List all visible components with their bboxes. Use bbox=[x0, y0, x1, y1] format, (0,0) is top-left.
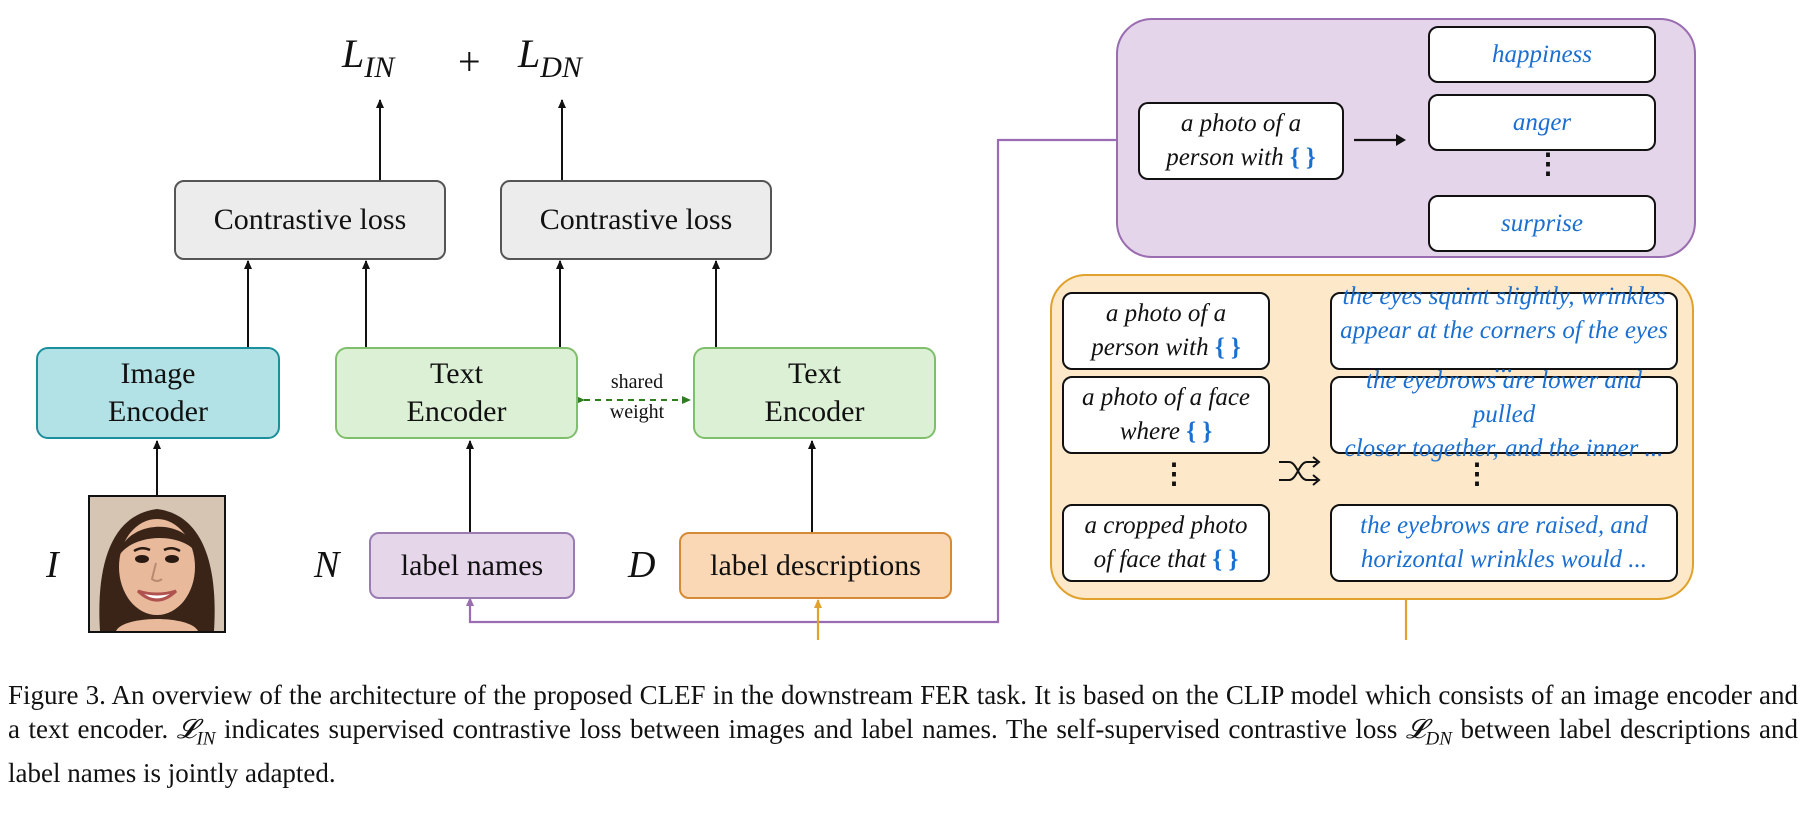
purple-connector bbox=[466, 138, 1122, 624]
description-2: the eyebrows are lower and pulled closer… bbox=[1330, 367, 1678, 462]
orange-template-1: a photo of a person with { } bbox=[1062, 292, 1270, 370]
label-happiness: happiness bbox=[1428, 26, 1656, 83]
orange-template-2-line1: a photo of a face bbox=[1081, 384, 1251, 411]
image-encoder: Image Encoder bbox=[36, 347, 280, 439]
orange-template-2: a photo of a face where { } bbox=[1062, 376, 1270, 454]
description-2-line2: closer together, and the inner ... bbox=[1344, 435, 1664, 462]
description-3-line2: horizontal wrinkles would ... bbox=[1360, 546, 1648, 573]
connector-layer bbox=[153, 99, 1408, 640]
text-encoder-left-line1: Text bbox=[430, 357, 483, 390]
orange-connector bbox=[814, 599, 1408, 640]
orange-template-1-line2-wrap: person with { } bbox=[1091, 331, 1241, 365]
orange-template-ellipsis: ⋮ bbox=[1160, 459, 1188, 490]
shared-weight-line1: shared bbox=[610, 371, 664, 393]
face-photo bbox=[88, 495, 226, 633]
shared-weight-line2: weight bbox=[609, 401, 665, 423]
architecture-diagram: LIN + LDN Contrastive loss Contrastive l… bbox=[36, 18, 1696, 640]
caption-part-3: between label descriptions and label nam… bbox=[8, 714, 1798, 789]
orange-template-2-line2-wrap: where { } bbox=[1120, 415, 1212, 449]
orange-template-3: a cropped photo of face that { } bbox=[1062, 504, 1270, 582]
text-encoder-right-line2: Encoder bbox=[764, 395, 865, 428]
orange-template-1-line2: person with bbox=[1091, 334, 1209, 361]
text-encoder-right-line1: Text bbox=[788, 357, 841, 390]
contrastive-loss-left: Contrastive loss bbox=[174, 180, 446, 260]
contrastive-loss-right: Contrastive loss bbox=[500, 180, 772, 260]
shuffle-icon bbox=[1279, 456, 1321, 486]
purple-template-line2-wrap: person with { } bbox=[1166, 141, 1316, 175]
face-illustration bbox=[90, 497, 224, 631]
text-encoder-left: Text Encoder bbox=[335, 347, 578, 439]
var-image: I bbox=[46, 544, 59, 586]
description-3-line1: the eyebrows are raised, and bbox=[1360, 512, 1648, 539]
label-descriptions-box: label descriptions bbox=[679, 532, 952, 599]
description-1: the eyes squint slightly, wrinkles appea… bbox=[1330, 283, 1678, 378]
orange-template-2-line2: where bbox=[1119, 418, 1180, 445]
purple-template-line1: a photo of a bbox=[1180, 110, 1302, 137]
var-desc: D bbox=[628, 544, 656, 586]
purple-template-slot: { } bbox=[1289, 144, 1316, 171]
purple-template-line2: person with bbox=[1166, 144, 1284, 171]
loss-dn-label: LDN bbox=[518, 31, 582, 84]
image-encoder-line2: Encoder bbox=[108, 395, 208, 428]
label-anger: anger bbox=[1428, 94, 1656, 151]
orange-template-2-slot: { } bbox=[1186, 418, 1213, 445]
caption-part-1: Figure 3. An overview of the architectur… bbox=[8, 680, 1798, 744]
plus-sign: + bbox=[458, 39, 481, 84]
purple-template-box: a photo of a person with { } bbox=[1138, 102, 1344, 180]
description-1-line1: the eyes squint slightly, wrinkles bbox=[1342, 283, 1666, 310]
caption-sub-dn: DN bbox=[1425, 728, 1452, 750]
orange-template-1-line1: a photo of a bbox=[1105, 300, 1227, 327]
var-names: N bbox=[314, 544, 340, 586]
orange-template-3-line2-wrap: of face that { } bbox=[1094, 543, 1239, 577]
caption-sub-in: IN bbox=[196, 728, 216, 750]
figure-caption: Figure 3. An overview of the architectur… bbox=[8, 678, 1798, 790]
orange-template-3-line1: a cropped photo bbox=[1084, 512, 1248, 539]
label-surprise: surprise bbox=[1428, 195, 1656, 252]
orange-template-3-slot: { } bbox=[1212, 546, 1239, 573]
orange-template-3-line2: of face that bbox=[1093, 546, 1207, 573]
loss-in-label: LIN bbox=[342, 31, 395, 84]
text-encoder-left-line2: Encoder bbox=[406, 395, 507, 428]
caption-sym-1: 𝓛 bbox=[176, 714, 197, 744]
caption-part-2: indicates supervised contrastive loss be… bbox=[215, 714, 1406, 744]
text-encoder-right: Text Encoder bbox=[693, 347, 936, 439]
caption-symbol-ldn: 𝓛DN bbox=[1405, 714, 1452, 749]
description-ellipsis: ⋮ bbox=[1463, 459, 1491, 490]
description-1-line2: appear at the corners of the eyes ... bbox=[1340, 317, 1668, 378]
label-names-box: label names bbox=[369, 532, 575, 599]
arrow-right-icon bbox=[1354, 134, 1406, 146]
orange-template-1-slot: { } bbox=[1214, 334, 1241, 361]
shared-weight-label: shared weight bbox=[598, 370, 676, 424]
caption-symbol-lin: 𝓛IN bbox=[176, 714, 216, 749]
image-encoder-line1: Image bbox=[120, 357, 196, 390]
caption-sym-2: 𝓛 bbox=[1405, 714, 1426, 744]
purple-ellipsis: ⋮ bbox=[1534, 149, 1562, 180]
description-2-line1: the eyebrows are lower and pulled bbox=[1366, 367, 1642, 428]
description-3: the eyebrows are raised, and horizontal … bbox=[1330, 504, 1678, 582]
